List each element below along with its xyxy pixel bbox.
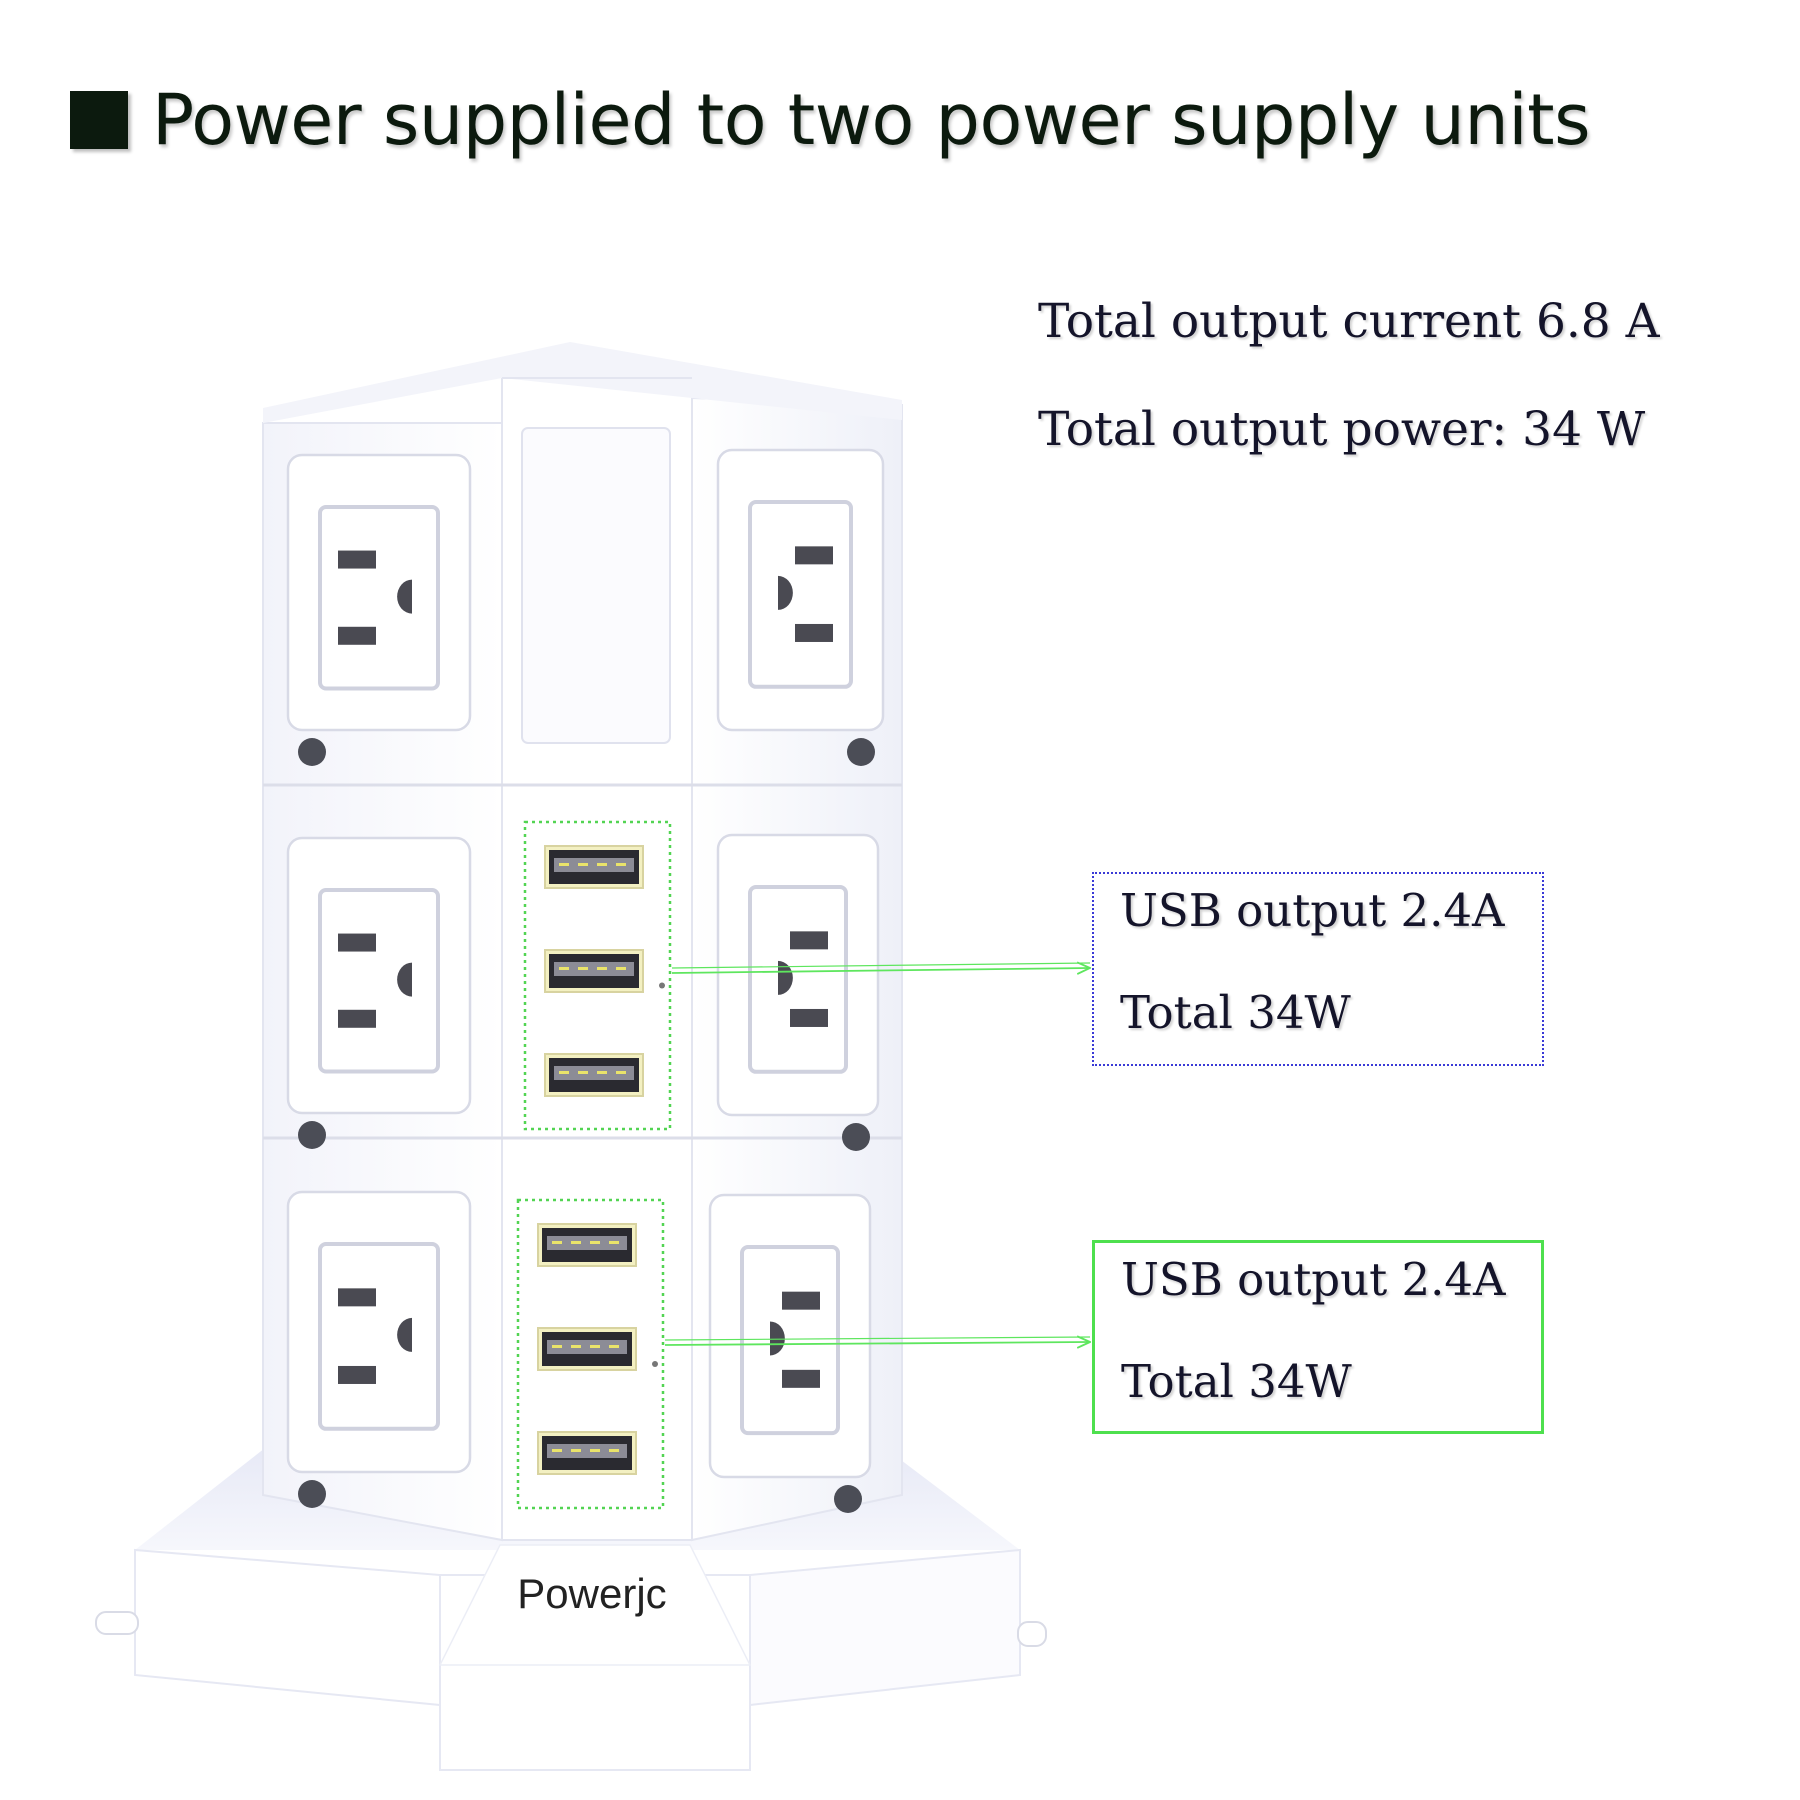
ac-outlet[interactable] (708, 1193, 872, 1513)
usb-module (516, 1198, 665, 1510)
brand-logo: Powerjc (517, 1570, 666, 1617)
ac-outlet[interactable] (716, 448, 885, 766)
usb-port[interactable] (544, 845, 644, 889)
ac-outlets (286, 448, 885, 1513)
ac-outlet[interactable] (286, 453, 472, 766)
usb-callout-lower: USB output 2.4A Total 34W (1092, 1240, 1544, 1434)
total-output-current: Total output current 6.8 A (1038, 294, 1660, 349)
ac-outlet[interactable] (286, 1190, 472, 1508)
headline-text: Power supplied to two power supply units (152, 79, 1591, 161)
usb-port[interactable] (544, 1053, 644, 1097)
usb-total-label: Total 34W (1120, 986, 1351, 1039)
usb-total-label: Total 34W (1121, 1355, 1352, 1408)
usb-port[interactable] (537, 1327, 637, 1371)
usb-module (523, 820, 672, 1131)
usb-port[interactable] (544, 949, 644, 993)
usb-output-label: USB output 2.4A (1120, 884, 1505, 937)
usb-modules (516, 820, 672, 1510)
black-square-icon (70, 91, 128, 149)
callout-arrows (664, 963, 1090, 1345)
total-output-power: Total output power: 34 W (1038, 402, 1646, 457)
usb-output-label: USB output 2.4A (1121, 1253, 1506, 1306)
usb-callout-upper: USB output 2.4A Total 34W (1092, 872, 1544, 1066)
usb-port[interactable] (537, 1223, 637, 1267)
headline: Power supplied to two power supply units (70, 72, 1591, 168)
ac-outlet[interactable] (716, 833, 880, 1151)
usb-port[interactable] (537, 1431, 637, 1475)
ac-outlet[interactable] (286, 836, 472, 1149)
